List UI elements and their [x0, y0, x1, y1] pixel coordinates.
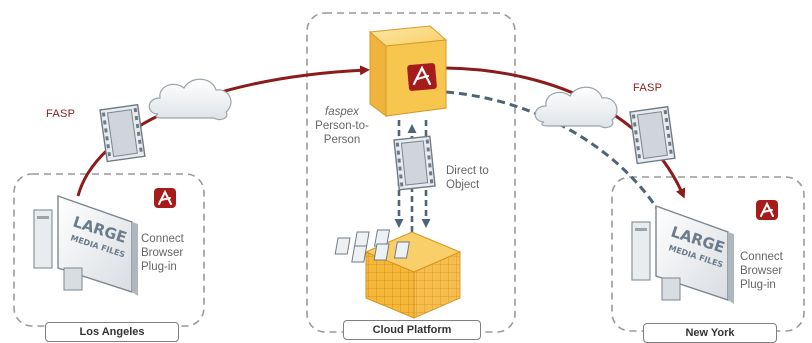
tab-cloud-platform: Cloud Platform [343, 320, 481, 340]
direct-to-object-caption: Direct to Object [446, 165, 489, 191]
cloud-icon [534, 86, 618, 129]
storage-cube-icon [334, 229, 462, 319]
left-panel [13, 173, 205, 327]
film-strip-icon [393, 135, 436, 191]
connect-caption-right: Connect Browser Plug-in [740, 251, 783, 291]
fasp-label-right: FASP [633, 82, 663, 94]
tab-new-york: New York [643, 323, 777, 343]
server-icon [368, 25, 448, 117]
tab-los-angeles: Los Angeles [45, 322, 179, 342]
aspera-logo-icon [756, 200, 778, 220]
connect-caption-left: Connect Browser Plug-in [141, 233, 184, 273]
film-strip-icon [629, 105, 676, 165]
cloud-icon [148, 78, 232, 121]
direct-transfer-arc [445, 90, 662, 214]
aspera-logo-icon [154, 188, 176, 208]
fasp-label-left: FASP [46, 108, 76, 120]
faspex-caption: faspex Person-to- Person [315, 106, 369, 146]
computer-icon: LARGE MEDIA FILES [631, 205, 734, 304]
film-strip-icon [99, 103, 146, 163]
center-panel [306, 12, 516, 333]
computer-icon: LARGE MEDIA FILES [33, 195, 138, 296]
